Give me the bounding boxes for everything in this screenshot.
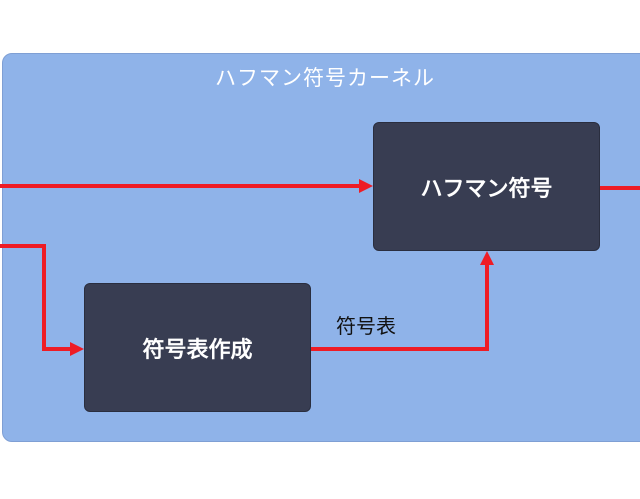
code-table-build-node[interactable]: 符号表作成 [84, 283, 311, 412]
code-table-build-label: 符号表作成 [142, 337, 253, 363]
huffman-coding-label: ハフマン符号 [420, 176, 553, 202]
arrowhead-huffman-bottom [480, 251, 494, 265]
arrowhead-table-build [70, 342, 84, 356]
container-title: ハフマン符号カーネル [215, 66, 435, 90]
arrowhead-huffman-left [359, 179, 373, 193]
code-table-edge-label: 符号表 [336, 314, 396, 338]
table-edge [311, 264, 489, 351]
huffman-coding-node[interactable]: ハフマン符号 [373, 122, 600, 251]
input-edge-to-table-build [0, 244, 72, 351]
